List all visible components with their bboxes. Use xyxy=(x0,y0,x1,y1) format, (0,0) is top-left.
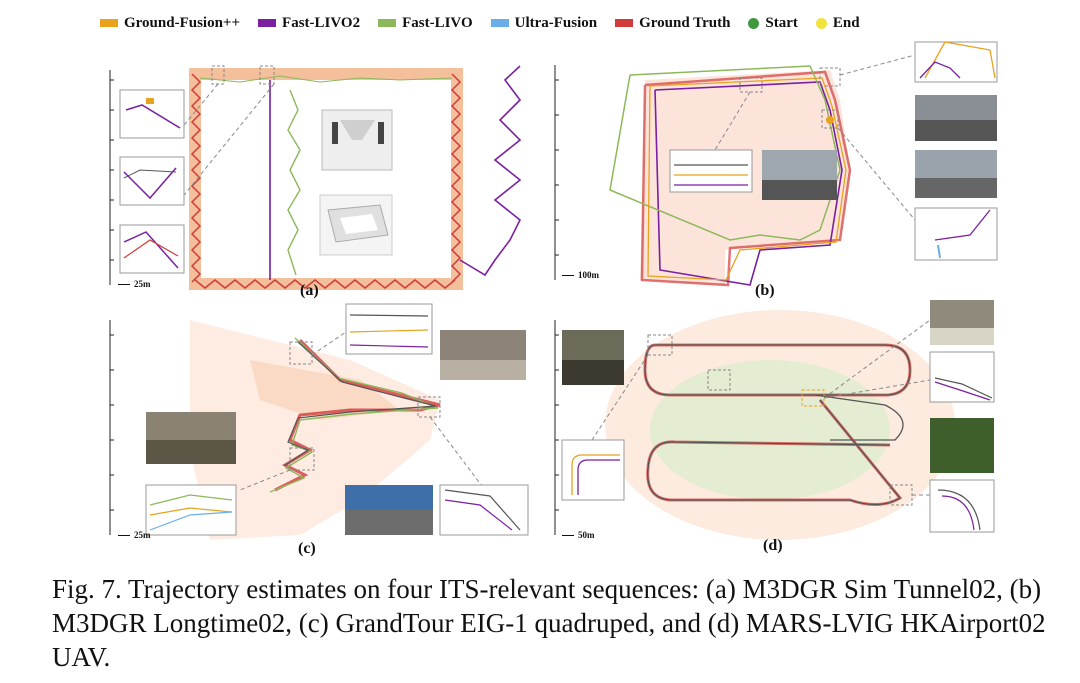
panel-label-a: (a) xyxy=(300,282,319,299)
panel-c: 25m (c) xyxy=(100,300,540,560)
legend-swatch xyxy=(615,19,634,27)
panel-label-b: (b) xyxy=(755,282,775,299)
panel-d-figure xyxy=(554,300,995,540)
legend-swatch xyxy=(100,19,118,27)
legend-label: End xyxy=(832,14,860,31)
panel-b: 100m (b) xyxy=(550,40,1000,300)
panel-a-figure xyxy=(109,65,522,290)
scale-text: 100m xyxy=(578,270,599,280)
legend: Ground-Fusion++ Fast-LIVO2 Fast-LIVO Ult… xyxy=(100,8,980,38)
legend-label: Start xyxy=(765,14,798,31)
legend-item-end: End xyxy=(815,14,860,32)
panel-label-c: (c) xyxy=(298,540,316,557)
legend-swatch xyxy=(378,19,397,27)
figure-caption: Fig. 7. Trajectory estimates on four ITS… xyxy=(52,574,1046,672)
panel-a: 25m (a) xyxy=(100,60,540,299)
scale-text: 50m xyxy=(578,530,595,540)
legend-item-fast-livo2: Fast-LIVO2 xyxy=(258,15,360,32)
legend-item-start: Start xyxy=(748,15,798,32)
legend-label: Fast-LIVO2 xyxy=(282,14,361,31)
scale-text: 25m xyxy=(134,530,151,540)
panel-d: 50m (d) xyxy=(550,300,1000,560)
scale-bar-a: 25m xyxy=(118,279,151,289)
panel-b-figure xyxy=(554,41,998,287)
legend-label: Ground Truth xyxy=(639,14,731,31)
panel-label-d: (d) xyxy=(763,537,783,554)
legend-item-ultra-fusion: Ultra-Fusion xyxy=(490,14,598,32)
legend-item-ground-truth: Ground Truth xyxy=(615,15,730,32)
panel-c-figure xyxy=(109,303,529,540)
legend-label: Ultra-Fusion xyxy=(514,14,598,31)
legend-dot xyxy=(815,17,827,29)
scale-text: 25m xyxy=(134,279,151,289)
legend-swatch xyxy=(258,19,277,27)
legend-label: Fast-LIVO xyxy=(402,14,473,31)
legend-item-ground-fusion: Ground-Fusion++ xyxy=(100,15,240,32)
scale-bar-c: 25m xyxy=(118,530,151,540)
legend-dot xyxy=(748,17,760,29)
scale-bar-d: 50m xyxy=(562,530,595,540)
legend-swatch xyxy=(490,19,509,27)
scale-bar-b: 100m xyxy=(562,270,599,280)
legend-item-fast-livo: Fast-LIVO xyxy=(378,15,473,32)
legend-label: Ground-Fusion++ xyxy=(124,14,241,31)
